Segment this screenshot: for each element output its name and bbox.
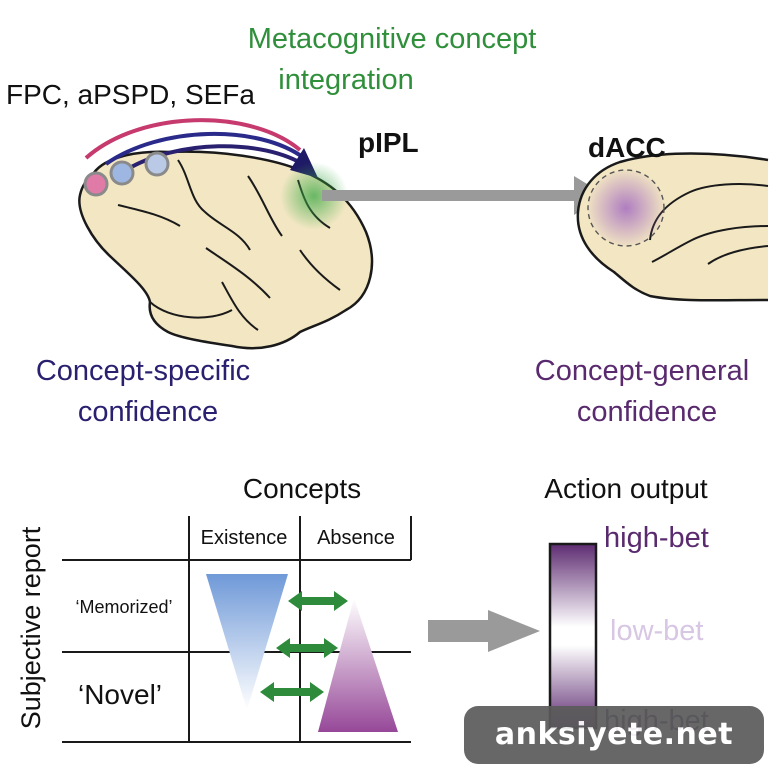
dacc-label: dACC: [588, 132, 666, 163]
general-label-line2: confidence: [577, 396, 717, 428]
y-axis-label: Subjective report: [16, 526, 46, 729]
double-arrow-icon: [260, 682, 324, 702]
row-novel: ‘Novel’: [78, 679, 162, 710]
apspd-dot: [109, 160, 135, 186]
absence-triangle: [318, 598, 398, 732]
human-brain: [576, 152, 769, 302]
concepts-to-action-arrow: [428, 610, 540, 652]
fpc-dot: [83, 171, 109, 197]
pipl-to-dacc-arrow: [322, 176, 606, 215]
action-output-title: Action output: [544, 473, 708, 504]
regions-label: FPC, aPSPD, SEFa: [6, 79, 255, 110]
bet-high-top-label: high-bet: [604, 522, 709, 554]
integration-label-line1: Metacognitive concept: [248, 23, 537, 55]
green-double-arrows: [260, 591, 348, 702]
row-memorized: ‘Memorized’: [75, 597, 172, 617]
sefa-dot: [144, 151, 170, 177]
double-arrow-icon: [276, 638, 338, 658]
bet-low-label: low-bet: [610, 615, 704, 647]
pipl-glow: [280, 162, 348, 230]
integration-label-line2: integration: [278, 64, 413, 96]
general-label-line1: Concept-general: [535, 355, 749, 387]
concepts-title: Concepts: [243, 473, 361, 504]
specific-label-line1: Concept-specific: [36, 355, 250, 387]
col-absence: Absence: [317, 527, 395, 549]
dacc-glow: [588, 170, 664, 246]
specific-label-line2: confidence: [78, 396, 218, 428]
watermark-badge: anksiyete.net: [464, 706, 764, 764]
pipl-label: pIPL: [358, 127, 419, 158]
col-existence: Existence: [201, 527, 288, 549]
double-arrow-icon: [288, 591, 348, 611]
existence-triangle: [206, 574, 288, 710]
bet-scale-bar: [548, 542, 598, 730]
